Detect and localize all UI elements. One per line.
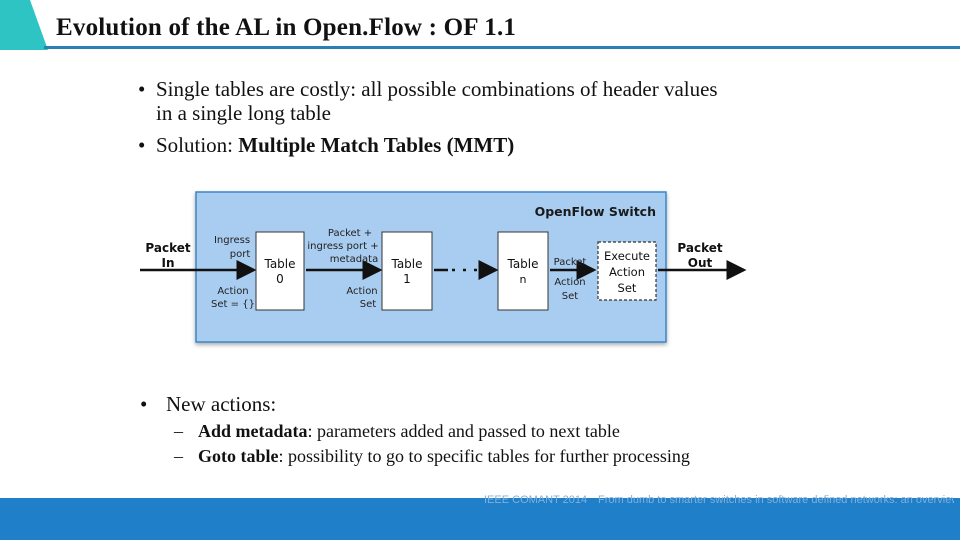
bullet-marker: • [140, 392, 148, 416]
footer-middle: IEEE COMANT 2014 [484, 494, 588, 506]
tablen-label-2: n [520, 273, 527, 286]
sub-bullet-marker: – [174, 421, 183, 441]
bullet-solution: • Solution: Multiple Match Tables (MMT) [138, 133, 738, 157]
action-set-1-label-2: Set [360, 299, 377, 310]
table0-label-1: Table [263, 257, 295, 271]
packet-out-label-1: Packet [677, 241, 722, 255]
table1-label-1: Table [390, 257, 422, 271]
table0-label-2: 0 [276, 272, 284, 286]
bullet-text-plain: Solution: [156, 133, 239, 157]
footer-right: From dumb to smarter switches in softwar… [598, 494, 954, 506]
packet-in-label-1: Packet [145, 241, 190, 255]
switch-title: OpenFlow Switch [535, 204, 656, 219]
bullet-text-tail: (MMT) [441, 133, 515, 157]
execute-label-2: Action [609, 265, 645, 279]
ingress-label-1: Ingress [214, 235, 250, 246]
sub-bullet-text: : parameters added and passed to next ta… [307, 421, 620, 441]
table1-label-2: 1 [403, 272, 411, 286]
top-bullet-list: • Single tables are costly: all possible… [138, 77, 738, 157]
action-set-start-1: Action [217, 286, 248, 297]
sub-bullet-goto-table: – Goto table: possibility to go to speci… [140, 446, 718, 467]
table0-box [255, 231, 305, 311]
bullet-text: Single tables are costly: all possible c… [156, 77, 718, 125]
action-set-1-label-1: Action [346, 286, 377, 297]
sub-bullet-bold: Goto table [198, 446, 279, 466]
between-label-3: metadata [330, 254, 378, 265]
sub-bullet-add-metadata: – Add metadata: parameters added and pas… [140, 421, 760, 442]
bullet-text: New actions: [166, 392, 277, 416]
footer-bar [0, 498, 960, 540]
tablen-box [497, 231, 549, 311]
sub-bullet-text: : possibility to go to specific tables f… [278, 446, 690, 466]
packet-label: Packet [554, 257, 587, 268]
bullet-marker: • [138, 133, 146, 157]
title-accent-shape [0, 0, 48, 50]
openflow-pipeline-diagram: OpenFlow Switch Packet In Packet Out Ing… [140, 191, 747, 343]
ingress-label-2: port [230, 249, 251, 260]
bullet-marker: • [138, 77, 146, 101]
bullet-new-actions: • New actions: [140, 392, 760, 416]
execute-label-3: Set [618, 281, 637, 295]
bullet-single-tables: • Single tables are costly: all possible… [138, 77, 738, 125]
packet-in-label-2: In [161, 256, 174, 270]
packet-out-label-2: Out [688, 256, 713, 270]
execute-action-set-box [597, 241, 657, 301]
execute-label-1: Execute [604, 249, 650, 263]
title-underline [44, 46, 960, 49]
sub-bullet-bold: Add metadata [198, 421, 308, 441]
between-label-1: Packet + [328, 228, 372, 239]
action-set-n-label-2: Set [562, 291, 579, 302]
tablen-label-1: Table [506, 257, 538, 271]
table1-box [381, 231, 433, 311]
between-label-2: ingress port + [307, 241, 378, 252]
new-actions-list: • New actions: – Add metadata: parameter… [140, 392, 760, 467]
sub-bullet-marker: – [174, 446, 183, 466]
action-set-start-2: Set = {} [211, 299, 255, 310]
footer-left [424, 494, 436, 506]
slide-title: Evolution of the AL in Open.Flow : OF 1.… [56, 14, 517, 41]
bullet-text-bold: Multiple Match Tables [238, 133, 442, 157]
action-set-n-label-1: Action [554, 277, 585, 288]
